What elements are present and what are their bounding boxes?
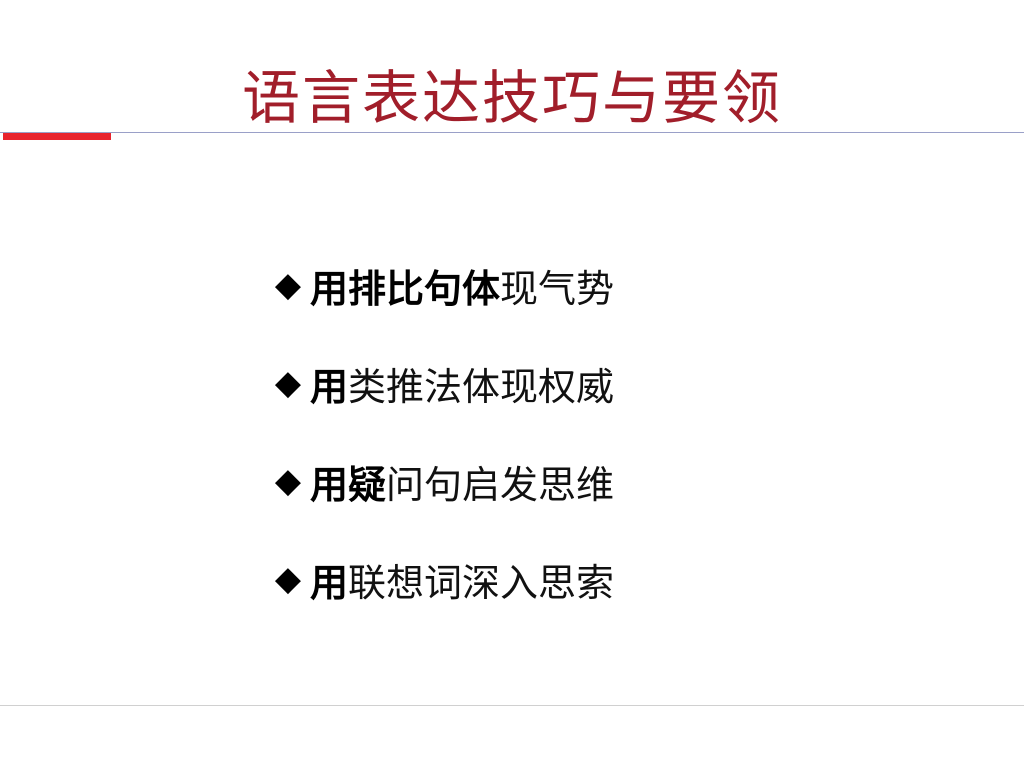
bullet-text: 问句启发思维 [386,462,615,507]
accent-bar [3,133,111,140]
bullet-item: ◆ 用疑 问句启发思维 [268,451,788,511]
diamond-bullet-icon: ◆ [274,559,302,599]
bullet-bold-text: 用排比句体 [310,266,501,311]
title-divider [0,132,1024,133]
bullet-text: 联想词深入思索 [348,560,615,605]
diamond-bullet-icon: ◆ [274,363,302,403]
footer-divider [0,705,1024,706]
bullet-item: ◆ 用 类推法体现权威 [268,353,788,413]
bullet-list: ◆ 用排比句体 现气势 ◆ 用 类推法体现权威 ◆ 用疑 问句启发思维 ◆ 用 … [268,255,788,647]
bullet-item: ◆ 用排比句体 现气势 [268,255,788,315]
bullet-item: ◆ 用 联想词深入思索 [268,549,788,609]
diamond-bullet-icon: ◆ [274,461,302,501]
bullet-text: 类推法体现权威 [348,364,615,409]
diamond-bullet-icon: ◆ [274,265,302,305]
bullet-bold-text: 用疑 [310,462,387,507]
bullet-text: 现气势 [500,266,615,311]
bullet-bold-text: 用 [310,560,349,605]
slide-title: 语言表达技巧与要领 [241,64,782,132]
bullet-bold-text: 用 [310,364,349,409]
